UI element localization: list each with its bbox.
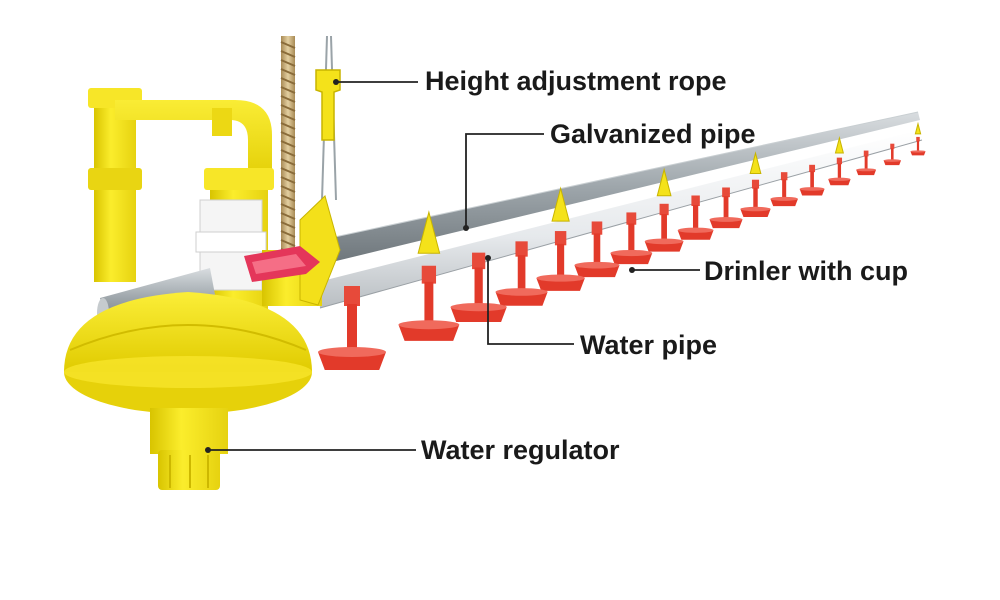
- drinkers-with-cups: [318, 136, 926, 370]
- drinker-cup: [677, 195, 714, 240]
- drinker-cup: [856, 150, 877, 176]
- drinker-cup: [740, 179, 771, 218]
- label-height-adjustment-rope: Height adjustment rope: [425, 66, 727, 96]
- drinker-cup: [318, 286, 386, 370]
- rope-hanger-hook: [315, 69, 341, 141]
- saddle-clip: [656, 167, 672, 197]
- water-regulator-assembly: [64, 88, 341, 490]
- drinker-cup: [770, 172, 798, 207]
- drinker-cup: [536, 231, 585, 291]
- drinker-cup: [574, 221, 620, 278]
- leader-lines: [208, 81, 700, 451]
- drinker-cup: [828, 157, 851, 186]
- saddle-clip: [834, 135, 844, 154]
- saddle-clip: [914, 121, 922, 135]
- drinker-cup: [883, 143, 901, 166]
- water-pipe: [318, 130, 923, 309]
- leader-galvanized: [465, 133, 544, 228]
- drinker-cup: [398, 265, 460, 341]
- saddle-clip: [749, 151, 762, 175]
- saddle-clip: [417, 210, 441, 254]
- drinker-cup: [495, 241, 548, 306]
- leader-water-pipe: [487, 258, 574, 345]
- drinker-cup: [910, 136, 926, 156]
- drinker-cup: [644, 203, 684, 252]
- saddle-clip: [551, 186, 570, 222]
- drinker-cup: [799, 164, 825, 196]
- drinker-cup: [610, 212, 653, 265]
- drinker-cup: [709, 187, 743, 229]
- label-water-regulator: Water regulator: [421, 435, 620, 465]
- label-drinker-with-cup: Drinler with cup: [704, 256, 909, 286]
- label-galvanized-pipe: Galvanized pipe: [550, 119, 756, 149]
- leader-dots: [205, 79, 635, 453]
- label-water-pipe: Water pipe: [580, 330, 718, 360]
- pipe-saddle-clips: [417, 121, 922, 254]
- drinker-cup: [450, 252, 507, 322]
